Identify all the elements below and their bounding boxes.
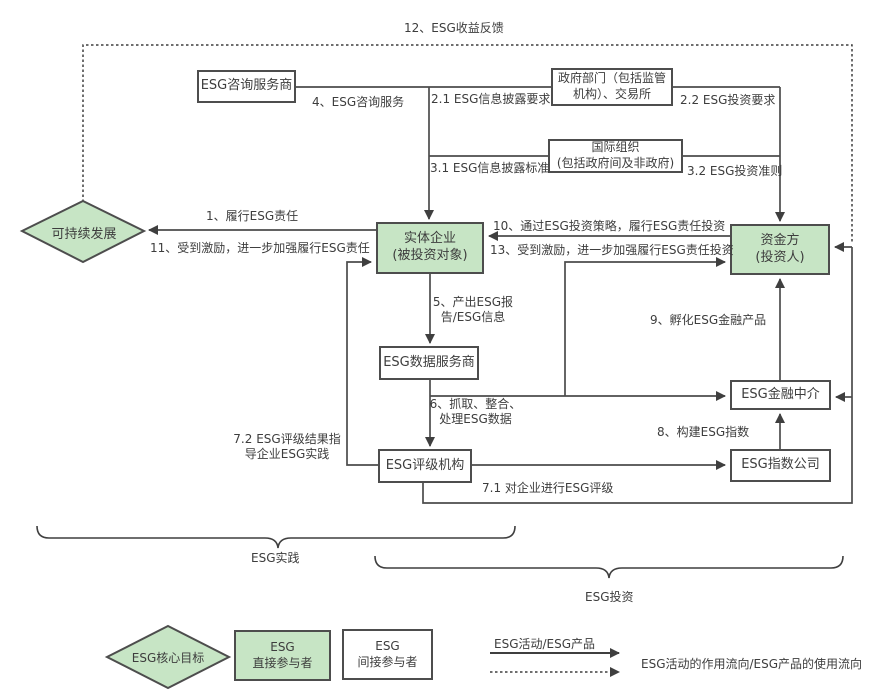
edge-label-2-2: 2.2 ESG投资要求 bbox=[680, 93, 776, 107]
legend-indirect-participant: ESG 间接参与者 bbox=[342, 629, 433, 680]
legend-solid-arrow-label: ESG活动/ESG产品 bbox=[494, 637, 596, 651]
edge-label-7-1: 7.1 对企业进行ESG评级 bbox=[482, 481, 614, 495]
edge-label-9: 9、孵化ESG金融产品 bbox=[650, 313, 767, 327]
node-index-company: ESG指数公司 bbox=[730, 449, 831, 482]
edge-label-6: 6、抓取、整合、 处理ESG数据 bbox=[429, 397, 522, 426]
node-international-org: 国际组织 (包括政府间及非政府) bbox=[548, 139, 683, 173]
edge-label-12: 12、ESG收益反馈 bbox=[404, 21, 504, 35]
brace-esg-investment bbox=[374, 555, 844, 579]
edge-label-13: 13、受到激励，进一步加强履行ESG责任投资 bbox=[490, 243, 734, 257]
node-government: 政府部门（包括监管 机构）、交易所 bbox=[551, 68, 673, 106]
edge-label-7-2: 7.2 ESG评级结果指 导企业ESG实践 bbox=[233, 432, 341, 461]
edge-72-rating-to-entity bbox=[346, 257, 378, 466]
edge-rating-right-loop bbox=[422, 247, 853, 504]
edge-label-2-1: 2.1 ESG信息披露要求 bbox=[431, 92, 551, 106]
edge-label-3-2: 3.2 ESG投资准则 bbox=[687, 164, 783, 178]
brace-label-esg-practice: ESG实践 bbox=[251, 551, 300, 565]
brace-label-esg-investment: ESG投资 bbox=[585, 590, 634, 604]
legend-dotted-arrow-label: ESG活动的作用流向/ESG产品的使用流向 bbox=[641, 657, 863, 671]
edge-label-1: 1、履行ESG责任 bbox=[206, 209, 299, 223]
edge-label-4: 4、ESG咨询服务 bbox=[312, 95, 405, 109]
node-data-provider: ESG数据服务商 bbox=[379, 346, 479, 380]
node-entity-company: 实体企业 (被投资对象) bbox=[376, 222, 484, 274]
legend-diamond-shape bbox=[104, 624, 232, 690]
node-sustainable-development: 可持续发展 bbox=[51, 226, 117, 242]
node-investor: 资金方 (投资人) bbox=[730, 224, 830, 275]
sustainable-diamond-shape bbox=[19, 199, 147, 264]
brace-esg-practice bbox=[36, 525, 516, 549]
legend-direct-participant: ESG 直接参与者 bbox=[234, 630, 331, 681]
edge-label-10: 10、通过ESG投资策略，履行ESG责任投资 bbox=[493, 219, 726, 233]
node-consulting-provider: ESG咨询服务商 bbox=[197, 70, 296, 103]
edge-label-5: 5、产出ESG报 告/ESG信息 bbox=[432, 295, 514, 324]
edge-12-feedback-dotted bbox=[82, 44, 853, 244]
node-financial-intermediary: ESG金融中介 bbox=[730, 380, 831, 410]
edge-label-3-1: 3.1 ESG信息披露标准 bbox=[430, 161, 550, 175]
edge-label-8: 8、构建ESG指数 bbox=[657, 425, 750, 439]
edge-label-11: 11、受到激励，进一步加强履行ESG责任 bbox=[150, 241, 370, 255]
legend-core-goal: ESG核心目标 bbox=[131, 650, 205, 665]
edge-13-to-investor bbox=[564, 257, 726, 396]
node-rating-agency: ESG评级机构 bbox=[378, 449, 472, 483]
